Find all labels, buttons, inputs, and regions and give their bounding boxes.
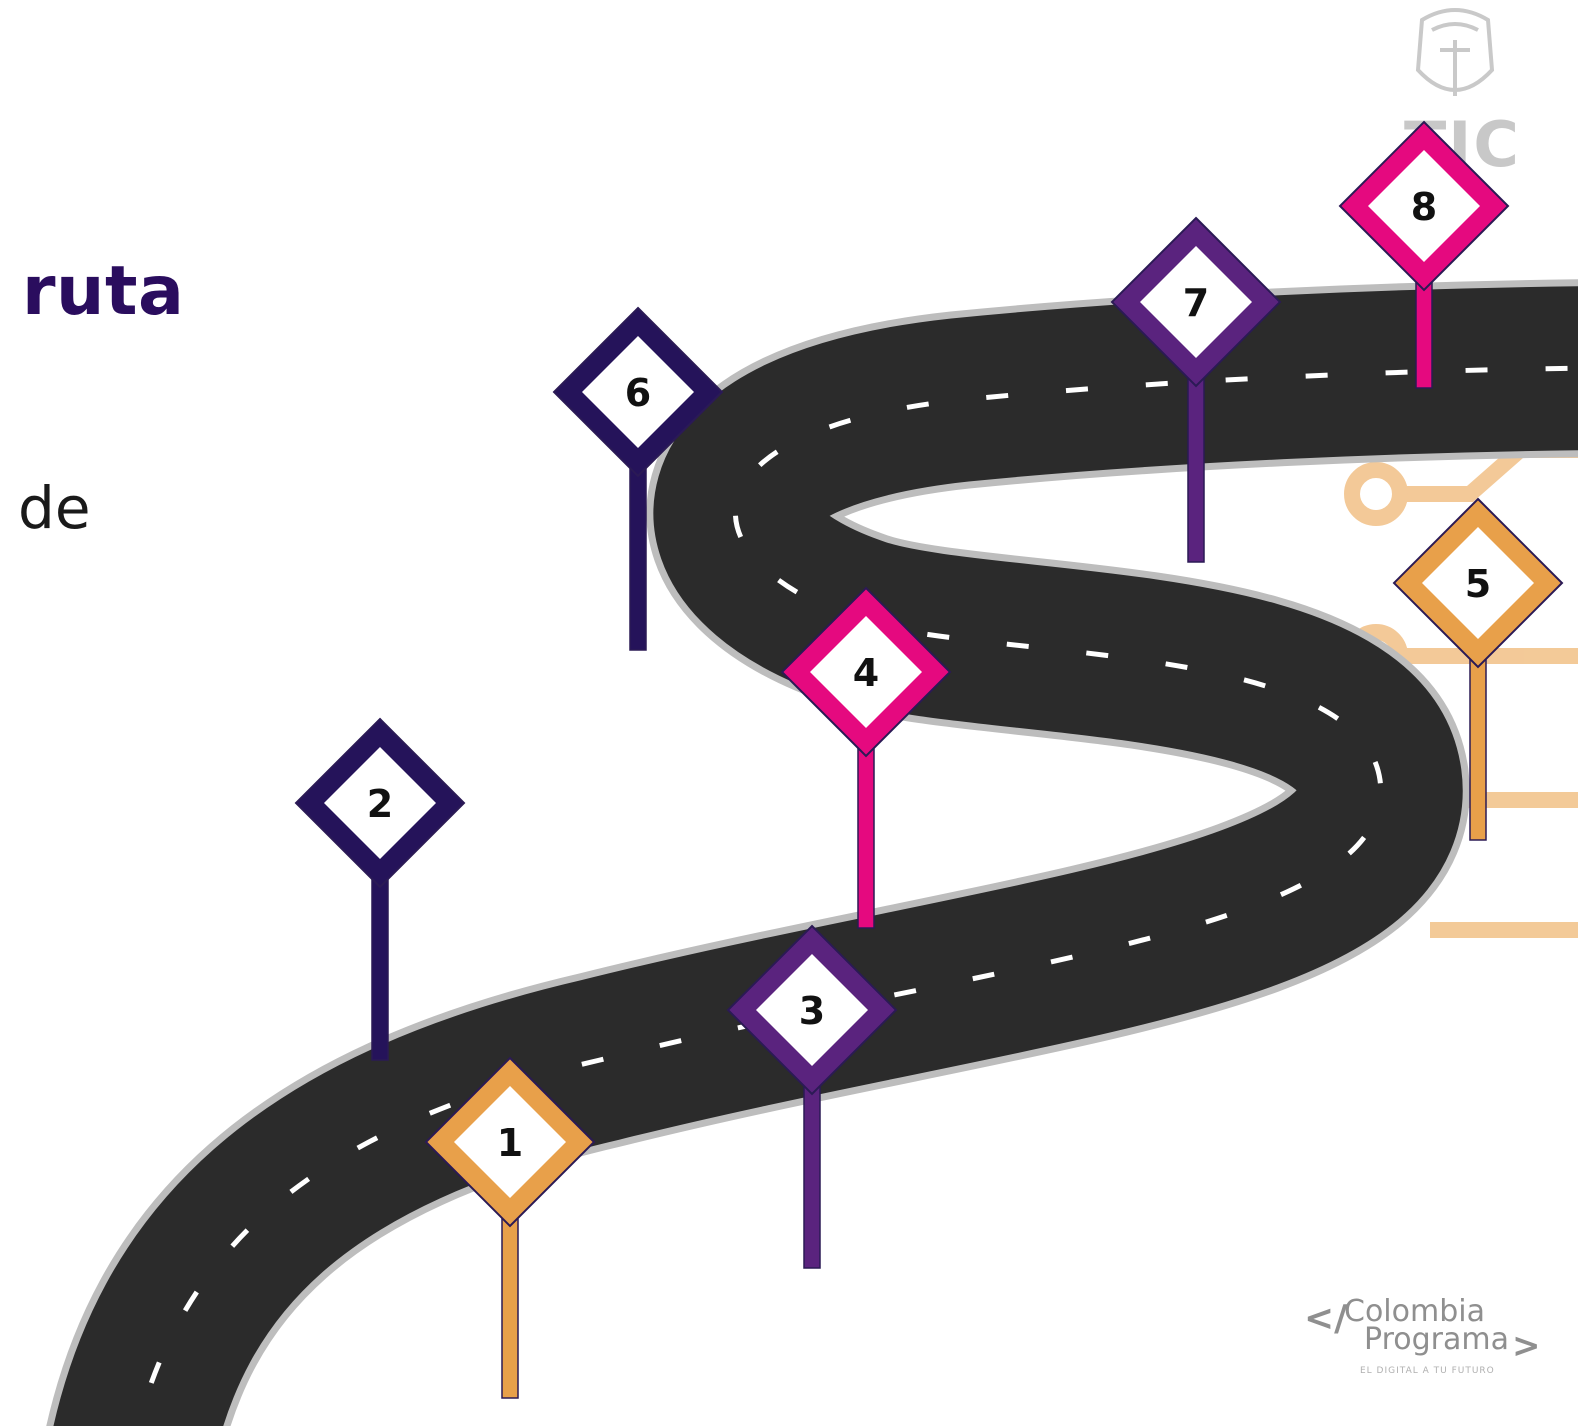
- sign-number: 1: [497, 1121, 523, 1165]
- sign-post: [1469, 652, 1487, 841]
- sign-diamond-face: [756, 954, 868, 1066]
- sign-diamond-face: [1140, 246, 1252, 358]
- sign-diamond-face: [324, 747, 436, 859]
- sign-diamond-face: [582, 336, 694, 448]
- sign-post: [857, 741, 875, 929]
- sign-post: [803, 1079, 821, 1269]
- road-sign-4: 4: [780, 586, 952, 929]
- road-sign-3: 3: [726, 924, 898, 1269]
- sign-number: 7: [1183, 281, 1209, 325]
- sign-number: 2: [367, 782, 393, 826]
- road-sign-2: 2: [294, 717, 466, 1061]
- logo-bracket-left: </: [1304, 1298, 1348, 1339]
- sign-diamond-face: [1422, 527, 1534, 639]
- sign-number: 8: [1411, 185, 1437, 229]
- sign-number: 5: [1465, 562, 1491, 606]
- sign-number: 3: [799, 989, 825, 1033]
- logo-line-programa: Programa: [1364, 1322, 1509, 1357]
- logo-tagline: EL DIGITAL A TU FUTURO: [1360, 1366, 1495, 1376]
- road-sign-8: 8: [1338, 120, 1510, 389]
- sign-diamond-face: [1368, 150, 1480, 262]
- sign-diamond-face: [810, 616, 922, 728]
- sign-post: [371, 872, 389, 1061]
- colombia-programa-logo: </ Colombia Programa > EL DIGITAL A TU F…: [1304, 1294, 1544, 1384]
- sign-number: 4: [853, 651, 879, 695]
- logo-bracket-right: >: [1512, 1326, 1541, 1366]
- road-lane-markings: [135, 365, 1578, 1426]
- sign-post: [501, 1211, 519, 1399]
- road-sign-6: 6: [552, 306, 724, 651]
- sign-diamond-face: [454, 1086, 566, 1198]
- sign-post: [1415, 275, 1433, 389]
- sign-number: 6: [625, 371, 651, 415]
- coat-of-arms-logo: [1415, 8, 1495, 96]
- logo-line-colombia: Colombia: [1344, 1294, 1485, 1329]
- road-sign-1: 1: [424, 1056, 596, 1399]
- sign-post: [1187, 371, 1205, 563]
- sign-post: [629, 461, 647, 651]
- body-text-fragment: de: [18, 474, 91, 542]
- page-title: ruta: [22, 252, 185, 331]
- circuit-node: [1344, 462, 1408, 526]
- road-sign-5: 5: [1392, 497, 1564, 841]
- road-sign-7: 7: [1110, 216, 1282, 563]
